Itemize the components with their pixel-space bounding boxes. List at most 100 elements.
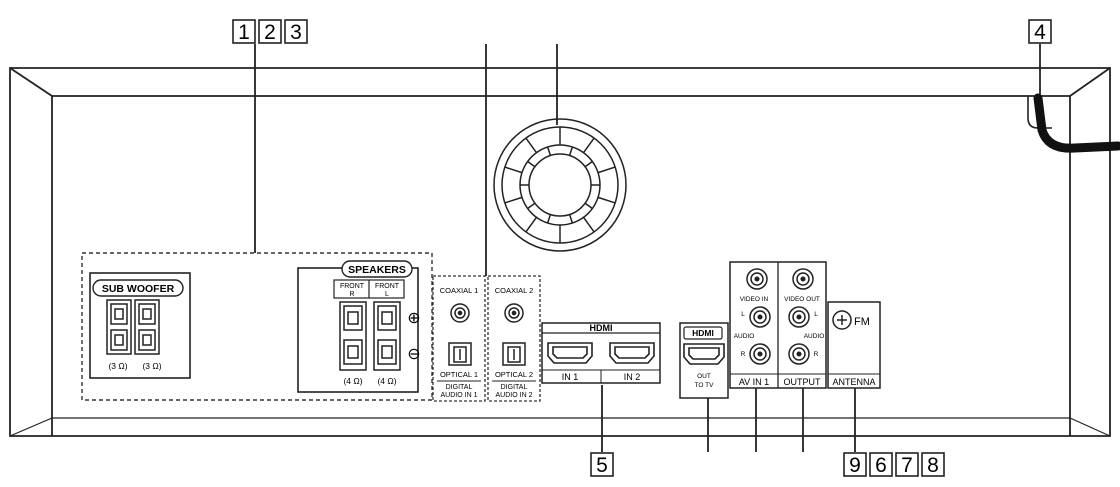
speaker-plus-icon: ⊕ (407, 310, 420, 327)
hdmi-out-label-line2: TO TV (695, 382, 715, 389)
output-l-label: L (814, 311, 818, 318)
hdmi-out-port[interactable] (683, 343, 725, 365)
coaxial-1-jack[interactable] (450, 303, 470, 323)
hdmi-in-1-port[interactable] (547, 342, 593, 364)
output-audio-r-jack[interactable] (788, 343, 810, 365)
svg-text:2: 2 (264, 21, 276, 44)
fan-rib (546, 214, 552, 224)
fan-rib (527, 202, 536, 210)
output-video-jack[interactable] (792, 268, 814, 290)
subwoofer-impedance-left: (3 Ω) (108, 361, 127, 371)
coaxial-1-label: COAXIAL 1 (440, 286, 479, 295)
callout-8: 8 (921, 452, 945, 477)
subwoofer-impedance-right: (3 Ω) (142, 361, 161, 371)
subwoofer-terminal-right[interactable] (134, 299, 160, 355)
output-audio-label: AUDIO (804, 333, 825, 340)
av-in-video-jack[interactable] (746, 268, 768, 290)
front-left-channel: L (385, 291, 389, 298)
av-in-audio-r-jack[interactable] (749, 343, 771, 365)
cooling-fan-grille (493, 118, 627, 252)
optical-1-label: OPTICAL 1 (440, 370, 478, 379)
fan-rib (525, 216, 538, 233)
front-speaker-terminal-group: SPEAKERS FRONT R FRONT L ⊕ ⊖ (4 Ω) (4 Ω) (297, 260, 421, 393)
av-in-1-label: AV IN 1 (739, 377, 769, 387)
output-video-label: VIDEO OUT (784, 296, 820, 303)
svg-text:6: 6 (875, 454, 887, 477)
av-in-l-label: L (741, 311, 745, 318)
leader-lines (254, 44, 1041, 452)
callout-3: 3 (284, 19, 308, 44)
output-audio-l-jack[interactable] (788, 306, 810, 328)
callout-group-bottom: 5 9 6 7 8 (590, 452, 945, 477)
fan-rib (584, 160, 593, 168)
front-right-label: FRONT (340, 283, 365, 290)
av-in-video-label: VIDEO IN (740, 296, 769, 303)
fm-antenna-jack[interactable] (832, 310, 852, 330)
fan-rib (597, 166, 616, 174)
digital-audio-in-1-group: COAXIAL 1 OPTICAL 1 DIGITAL AUDIO IN 1 (432, 275, 486, 402)
callout-group-top: 1 2 3 4 (232, 19, 1052, 44)
digital-audio-in-1-label-line2: AUDIO IN 1 (441, 392, 478, 399)
front-left-terminal[interactable] (373, 301, 401, 371)
hdmi-in-title: HDMI (590, 323, 613, 333)
svg-text:5: 5 (596, 454, 608, 477)
hdmi-in-2-label: IN 2 (624, 372, 641, 382)
hdmi-out-label-line1: OUT (697, 373, 711, 380)
speaker-minus-icon: ⊖ (407, 346, 420, 363)
av-in-r-label: R (741, 351, 746, 358)
digital-audio-in-2-label-line2: AUDIO IN 2 (496, 392, 533, 399)
front-right-impedance: (4 Ω) (343, 376, 362, 386)
fan-rib (546, 146, 552, 156)
fan-rib (568, 146, 574, 156)
optical-1-port[interactable] (448, 342, 472, 366)
subwoofer-terminal-left[interactable] (106, 299, 132, 355)
svg-text:7: 7 (901, 454, 913, 477)
svg-text:9: 9 (849, 454, 861, 477)
speaker-section-dashed-frame (81, 252, 433, 401)
fan-rib (504, 166, 523, 174)
front-left-label: FRONT (375, 283, 400, 290)
digital-audio-in-2-label-line1: DIGITAL (501, 384, 528, 391)
output-label: OUTPUT (784, 377, 822, 387)
callout-1: 1 (232, 19, 256, 44)
callout-4: 4 (1028, 19, 1052, 44)
fan-rib (525, 137, 538, 154)
svg-text:4: 4 (1034, 21, 1046, 44)
av-in-audio-label: AUDIO (734, 333, 755, 340)
front-left-impedance: (4 Ω) (377, 376, 396, 386)
digital-audio-in-2-group: COAXIAL 2 OPTICAL 2 DIGITAL AUDIO IN 2 (487, 275, 541, 402)
hdmi-out-title: HDMI (692, 328, 714, 338)
callout-2: 2 (258, 19, 282, 44)
svg-text:1: 1 (238, 21, 250, 44)
av-in-audio-l-jack[interactable] (749, 306, 771, 328)
subwoofer-title: SUB WOOFER (102, 283, 175, 295)
fan-rib (582, 137, 595, 154)
fan-rib (597, 196, 616, 204)
av-in-output-block: VIDEO IN L AUDIO R AV IN 1 VIDE (729, 261, 827, 389)
output-r-label: R (814, 351, 819, 358)
optical-2-label: OPTICAL 2 (495, 370, 533, 379)
speakers-title: SPEAKERS (348, 264, 406, 276)
chassis (9, 67, 1111, 437)
hdmi-in-2-port[interactable] (609, 342, 655, 364)
fan-rib (568, 214, 574, 224)
front-right-terminal[interactable] (339, 301, 367, 371)
fan-rib (582, 216, 595, 233)
antenna-label: ANTENNA (832, 377, 875, 387)
front-right-channel: R (349, 291, 354, 298)
hdmi-in-group: HDMI IN 1 IN 2 (541, 322, 661, 384)
fan-rib (527, 160, 536, 168)
av-in-1-group: VIDEO IN L AUDIO R AV IN 1 (734, 268, 771, 387)
coaxial-2-jack[interactable] (504, 303, 524, 323)
hdmi-in-1-label: IN 1 (562, 372, 579, 382)
coaxial-2-label: COAXIAL 2 (495, 286, 534, 295)
fan-rib (504, 196, 523, 204)
optical-2-port[interactable] (502, 342, 526, 366)
fan-rib (584, 202, 593, 210)
output-group: VIDEO OUT L AUDIO R OUTPUT (784, 268, 825, 387)
antenna-group: FM ANTENNA (827, 301, 881, 389)
svg-text:3: 3 (290, 21, 302, 44)
callout-5: 5 (590, 452, 614, 477)
callout-7: 7 (895, 452, 919, 477)
